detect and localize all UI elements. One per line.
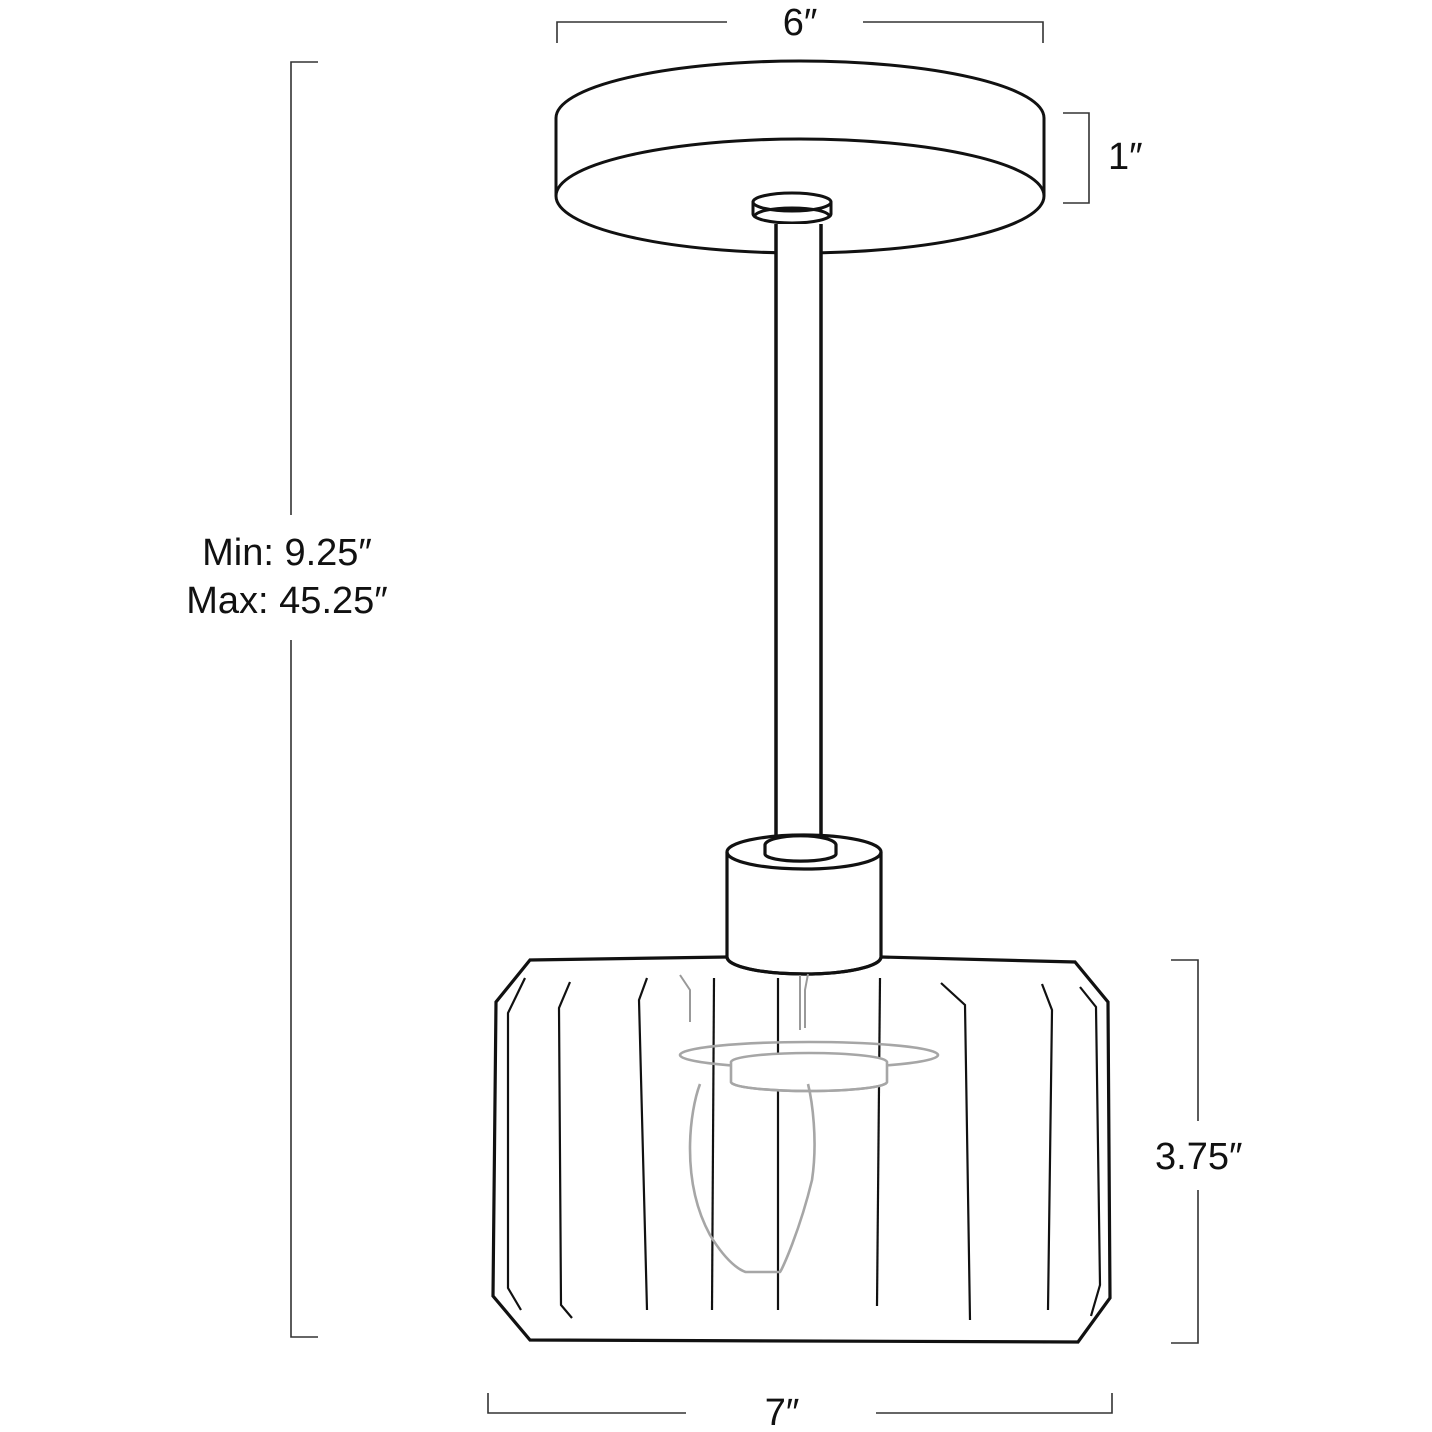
- shade-height-dimension-line-bottom: [1171, 1190, 1199, 1344]
- shade-ribs: [506, 977, 1102, 1321]
- overall-height-label: Min: 9.25″ Max: 45.25″: [186, 530, 388, 625]
- canopy-width-label: 6″: [776, 4, 824, 42]
- shade-width-dimension-line-left: [487, 1393, 686, 1414]
- shade-width-label: 7″: [764, 1392, 800, 1432]
- canopy-width-dimension-line-right: [863, 21, 1044, 43]
- dimension-lines: [290, 21, 1199, 1414]
- canopy-stem-cap: [751, 191, 833, 225]
- overall-height-max: Max: 45.25″: [186, 579, 388, 622]
- shade-height-dimension-line-top: [1171, 959, 1199, 1121]
- shade-width-dimension-line-right: [876, 1393, 1113, 1414]
- socket-cap: [725, 833, 883, 976]
- glass-shade: [491, 955, 1112, 1344]
- overall-height-min: Min: 9.25″: [202, 532, 372, 574]
- bulb: [678, 1040, 940, 1274]
- canopy-height-label: 1″: [1108, 136, 1143, 178]
- stem: [774, 224, 823, 842]
- overall-height-dimension-line-bottom: [290, 640, 318, 1338]
- overall-height-dimension-line-top: [290, 61, 318, 515]
- canopy-height-dimension-line: [1063, 112, 1090, 204]
- inner-rib-highlights: [679, 973, 809, 1030]
- canopy-width-dimension-line: [556, 21, 727, 43]
- canopy: [554, 59, 1046, 255]
- shade-height-label: 3.75″: [1155, 1136, 1243, 1178]
